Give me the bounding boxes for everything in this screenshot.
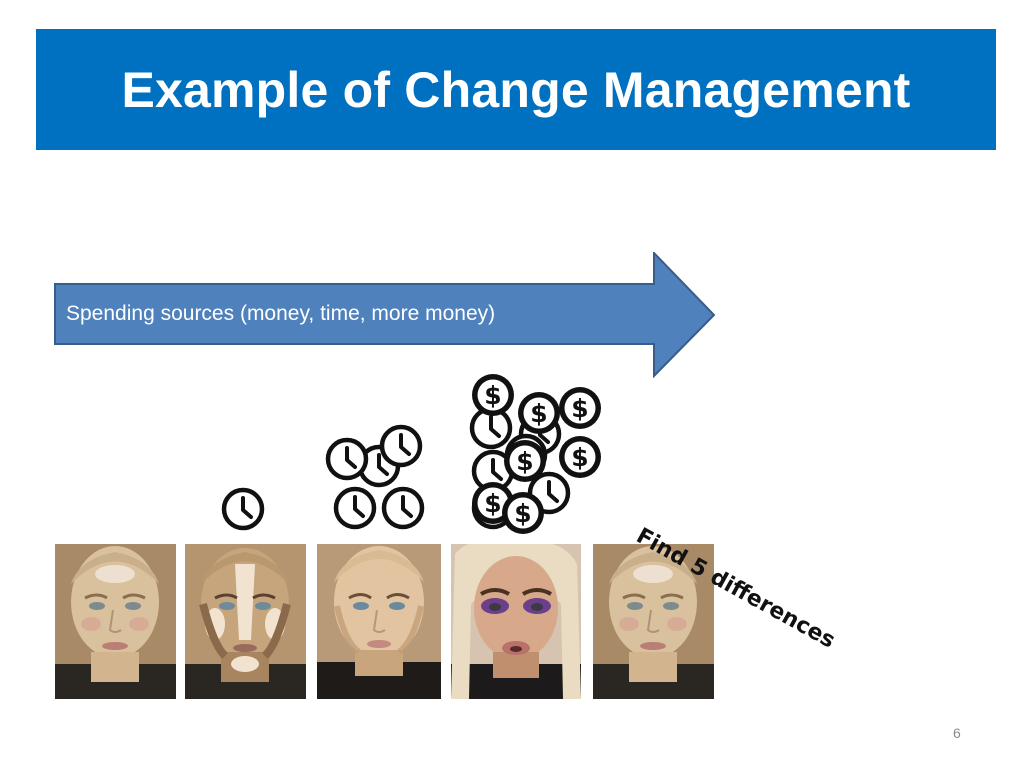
face-full-glam: [451, 544, 581, 699]
dollar-coin-icon: [470, 372, 516, 418]
clock-icon: [324, 436, 370, 482]
face-no-makeup-repeat: [593, 544, 714, 699]
face-blended: [317, 544, 441, 699]
dollar-coin-icon: [557, 434, 603, 480]
dollar-coin-icon: [502, 438, 548, 484]
title-bar: Example of Change Management: [36, 29, 996, 150]
clock-icon: [220, 486, 266, 532]
clock-icon: [380, 485, 426, 531]
clock-icon: [332, 485, 378, 531]
face-contour-applied: [185, 544, 306, 699]
page-number: 6: [953, 725, 961, 741]
face-no-makeup: [55, 544, 176, 699]
arrow-label: Spending sources (money, time, more mone…: [66, 302, 496, 325]
slide-title: Example of Change Management: [121, 61, 911, 118]
dollar-coin-icon: [500, 490, 546, 536]
dollar-coin-icon: [557, 385, 603, 431]
clock-icon: [378, 423, 424, 469]
dollar-coin-icon: [516, 390, 562, 436]
arrow-shape: [54, 252, 716, 378]
spending-arrow: Spending sources (money, time, more mone…: [54, 252, 716, 378]
